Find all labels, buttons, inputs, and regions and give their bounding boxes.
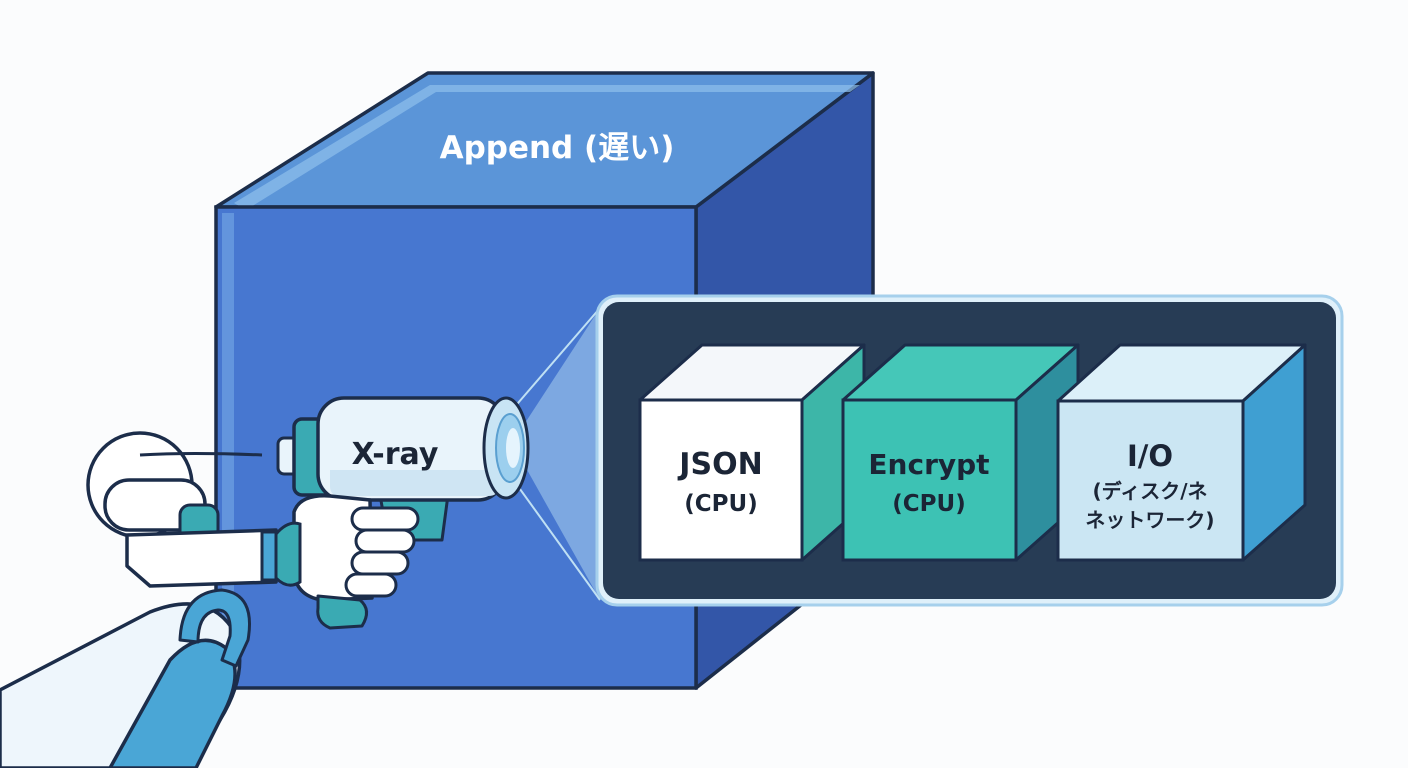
connector-tube xyxy=(139,452,263,457)
xray-beam-edge-bottom xyxy=(511,477,601,601)
json-block-subtitle: (CPU) xyxy=(684,491,757,517)
xray-gun-label: X-ray xyxy=(352,437,439,472)
connector-bracket xyxy=(125,528,278,588)
io-block-subtitle-line2: ネットワーク) xyxy=(1085,508,1214,532)
encrypt-block-subtitle: (CPU) xyxy=(892,491,965,517)
xray-beam xyxy=(512,308,600,600)
robot-hand-finger-3 xyxy=(350,550,410,576)
io-block-title: I/O xyxy=(1127,439,1173,473)
encrypt-block-front xyxy=(841,398,1018,562)
robot-hand-finger-2 xyxy=(354,528,416,554)
robot-arm xyxy=(0,588,251,768)
xray-gun-body-shadow xyxy=(330,470,498,496)
append-cube-top-highlight xyxy=(234,85,860,210)
robot-hand xyxy=(274,494,420,630)
io-block-front xyxy=(1056,399,1245,562)
json-block-title: JSON xyxy=(677,447,762,482)
json-block: JSON (CPU) xyxy=(638,343,866,562)
io-block-subtitle-line1: (ディスク/ネ xyxy=(1092,479,1207,503)
json-block-front xyxy=(638,398,804,562)
robot-hand-finger-1 xyxy=(350,506,420,532)
gun-connector xyxy=(86,431,286,588)
xray-gun-lens-glow xyxy=(506,428,520,468)
xray-gun: X-ray xyxy=(276,396,530,542)
robot-arm-hook xyxy=(178,588,251,668)
xray-view-panel: JSON (CPU) Encrypt (CPU) I/O (ディスク/ネ ネット… xyxy=(595,294,1344,607)
robot-hand-thumb xyxy=(316,594,368,630)
encrypt-block: Encrypt (CPU) xyxy=(841,343,1080,562)
xray-beam-edge-top xyxy=(511,307,601,411)
robot-hand-finger-4 xyxy=(344,572,398,598)
encrypt-block-title: Encrypt xyxy=(868,448,989,481)
append-cube-label: Append (遅い) xyxy=(440,130,675,166)
io-block: I/O (ディスク/ネ ネットワーク) xyxy=(1056,343,1307,562)
robot-hand-wrist xyxy=(274,521,302,587)
